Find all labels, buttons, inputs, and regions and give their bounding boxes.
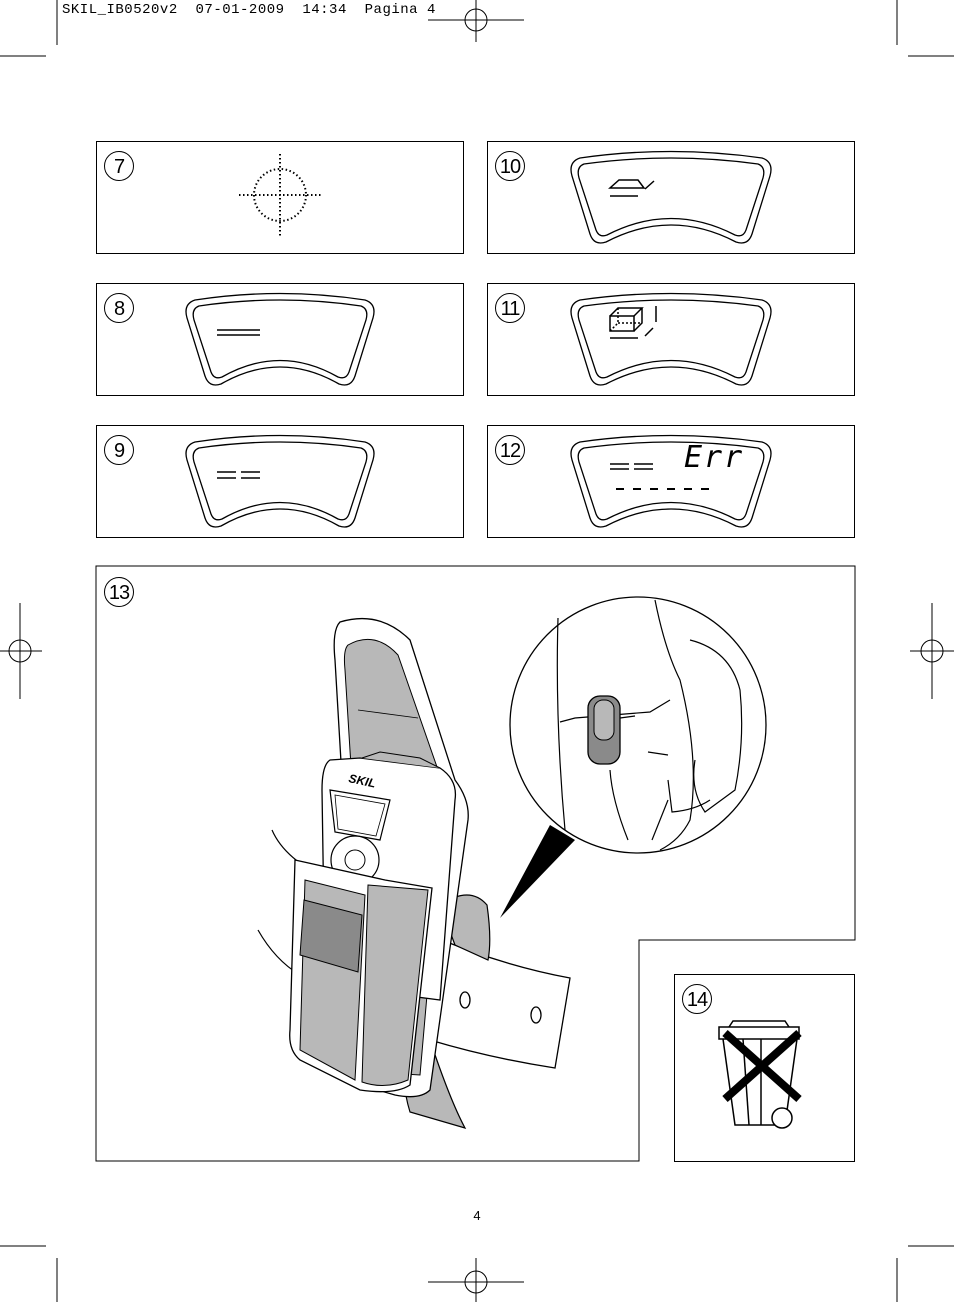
figure-9: 9 <box>96 425 464 538</box>
print-header: SKIL_IB0520v2 07-01-2009 14:34 Pagina 4 <box>62 2 436 18</box>
lcd-display <box>185 292 375 386</box>
figure-7: 7 <box>96 141 464 254</box>
figure-number: 7 <box>104 151 134 181</box>
figure-10: 10 <box>487 141 855 254</box>
weee-bin-icon <box>718 1020 802 1129</box>
lcd-display <box>570 434 772 528</box>
figure-8: 8 <box>96 283 464 396</box>
lcd-display <box>570 150 772 244</box>
volume-icon <box>609 306 657 339</box>
figure-14: 14 <box>674 974 855 1162</box>
page-number: 4 <box>473 1208 481 1223</box>
figure-11: 11 <box>487 283 855 396</box>
figure-number: 12 <box>495 435 525 465</box>
figure-number: 14 <box>682 984 712 1014</box>
figure-number-13: 13 <box>104 577 134 607</box>
lcd-display <box>570 292 772 386</box>
figure-number: 11 <box>495 293 525 323</box>
crosshair-icon <box>239 154 322 238</box>
lcd-display <box>185 434 375 528</box>
figure-number: 10 <box>495 151 525 181</box>
figure-12: 12 Err <box>487 425 855 538</box>
figure-number: 9 <box>104 435 134 465</box>
error-text: Err <box>684 440 745 475</box>
area-icon <box>608 179 655 197</box>
figure-number: 8 <box>104 293 134 323</box>
